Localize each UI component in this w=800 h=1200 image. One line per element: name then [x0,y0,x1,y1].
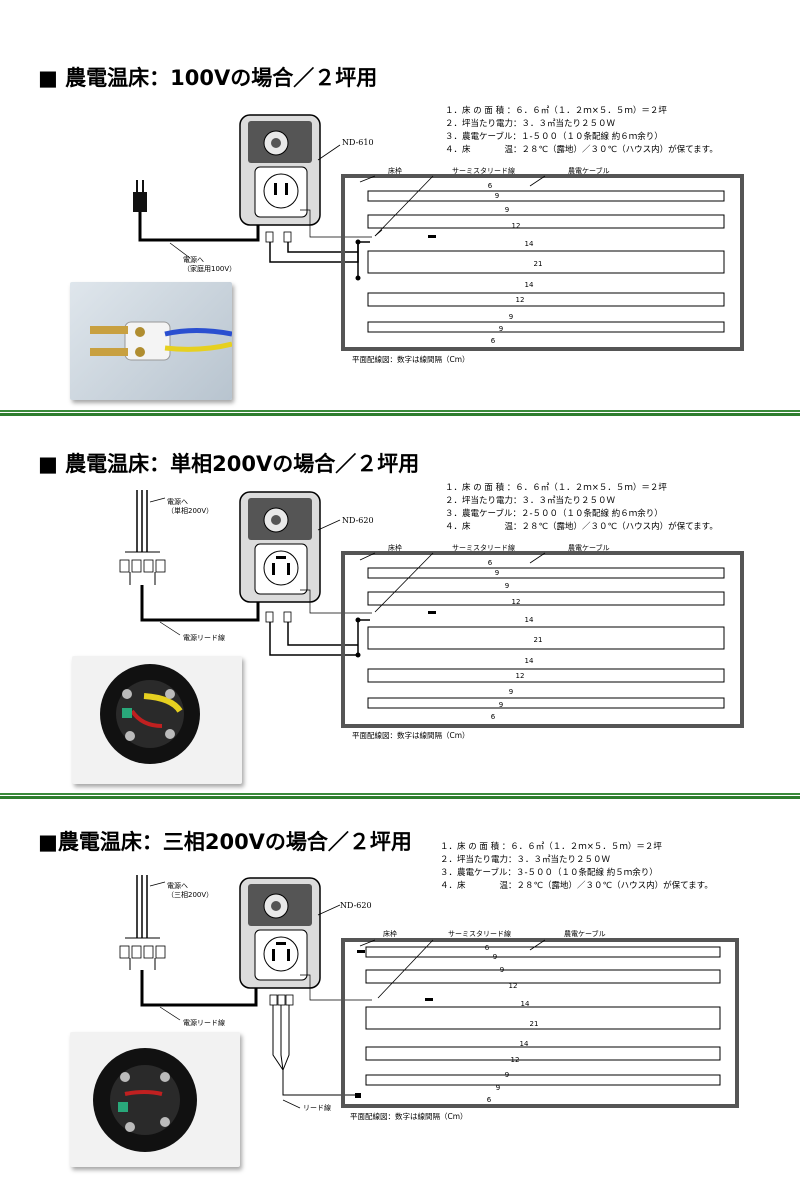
spec-notes: １．床 の 面 積 ：６．６㎡（１．２ｍ×５．５ｍ）＝２坪 ２．坪当たり電力：３… [440,841,713,893]
spacing-label: 6 [488,182,493,190]
spacing-label: 6 [485,944,490,952]
note-line: ２．坪当たり電力：３．３㎡当たり２５０Ｗ [445,119,616,129]
section-divider [0,793,800,799]
lead-label-2: リード線 [303,1103,331,1112]
power-label-sub: （家庭用100V） [183,264,236,273]
note-line: １．床 の 面 積 ：６．６㎡（１．２ｍ×５．５ｍ）＝２坪 [445,106,667,116]
spec-notes: １．床 の 面 積 ：６．６㎡（１．２ｍ×５．５ｍ）＝２坪 ２．坪当たり電力：３… [445,105,718,157]
thermistor-label: サーミスタリード線 [452,543,515,552]
section-title: ■農電温床：三相200Vの場合／２坪用 [38,830,412,854]
spacing-label: 6 [488,559,493,567]
frame-label: 床枠 [383,929,397,938]
spacing-label: 12 [516,296,525,304]
cable-label: 農電ケーブル [568,543,610,552]
section-divider [0,410,800,416]
controller-box [239,491,321,623]
wiring-diagram: ND-620 床枠 サーミスタリード線 農電ケーブル 電源へ （単相200V） … [119,490,744,728]
cable-label: 農電ケーブル [564,929,606,938]
spacing-label: 9 [505,206,509,214]
spacing-label: 9 [499,325,503,333]
bed-frame [341,938,739,1108]
cable-label: 農電ケーブル [568,166,610,175]
frame-label: 床枠 [388,166,402,175]
bed-frame [341,174,744,351]
controller-label: ND-620 [342,516,374,525]
note-line: １．床 の 面 積 ：６．６㎡（１．２ｍ×５．５ｍ）＝２坪 [445,483,667,493]
spacing-label: 14 [525,281,534,289]
note-line: ３．農電ケーブル：２-５００（１０条配線 約６ｍ余り） [445,509,663,519]
note-line: ４．床 温：２８℃（露地）／３０℃（ハウス内）が保てます。 [445,522,718,532]
section-100v: ■ 農電温床：100Vの場合／２坪用 １．床 の 面 積 ：６．６㎡（１．２ｍ×… [0,0,800,405]
spacing-label: 12 [516,672,525,680]
note-line: ３．農電ケーブル：１-５００（１０条配線 約６ｍ余り） [445,132,663,142]
cable-loops [367,190,725,333]
spacing-label: 14 [525,240,534,248]
note-line: ４．床 温：２８℃（露地）／３０℃（ハウス内）が保てます。 [440,881,713,891]
spacing-label: 9 [499,701,503,709]
cable-loops [365,946,721,1086]
power-label: 電源へ [183,255,204,264]
spacing-label: 9 [509,313,513,321]
note-line: １．床 の 面 積 ：６．６㎡（１．２ｍ×５．５ｍ）＝２坪 [440,842,662,852]
plug-wiring-photo [70,282,232,400]
note-line: ３．農電ケーブル：３-５００（１０条配線 約５ｍ余り） [440,868,658,878]
spacing-label: 14 [525,657,534,665]
diagram-caption: 平面配線図：数字は線間隔（Cm） [352,355,470,364]
spacing-label: 9 [505,1071,509,1079]
controller-box [239,877,321,1006]
power-label: 電源へ [167,881,188,890]
spacing-label: 9 [495,569,499,577]
spacing-label: 6 [491,713,496,721]
connector-wiring-photo [70,1032,240,1167]
terminal-block [119,945,166,959]
lead-label: 電源リード線 [183,1018,225,1027]
note-line: ２．坪当たり電力：３．３㎡当たり２５０Ｗ [440,855,611,865]
spacing-label: 21 [530,1020,539,1028]
diagram-caption: 平面配線図：数字は線間隔（Cm） [350,1112,468,1121]
spacing-label: 9 [496,1084,500,1092]
spacing-label: 6 [487,1096,492,1104]
spacing-label: 9 [495,192,499,200]
section-title: ■ 農電温床：100Vの場合／２坪用 [38,66,378,90]
spacing-label: 9 [505,582,509,590]
spacing-label: 14 [520,1040,529,1048]
spacing-label: 14 [525,616,534,624]
spacing-label: 14 [521,1000,530,1008]
plug-icon [133,180,147,212]
note-line: ４．床 温：２８℃（露地）／３０℃（ハウス内）が保てます。 [445,145,718,155]
wiring-diagram: ND-620 床枠 サーミスタリード線 農電ケーブル 電源へ （三相200V） … [119,875,739,1112]
power-label: 電源へ [167,497,188,506]
thermistor-label: サーミスタリード線 [452,166,515,175]
spacing-label: 6 [491,337,496,345]
spacing-label: 21 [534,260,543,268]
controller-label: ND-620 [340,901,372,910]
spacing-label: 9 [493,953,497,961]
spacing-label: 12 [509,982,518,990]
spec-notes: １．床 の 面 積 ：６．６㎡（１．２ｍ×５．５ｍ）＝２坪 ２．坪当たり電力：３… [445,482,718,534]
diagram-caption: 平面配線図：数字は線間隔（Cm） [352,731,470,740]
spacing-label: 9 [500,966,504,974]
section-three-phase-200v: ■農電温床：三相200Vの場合／２坪用 １．床 の 面 積 ：６．６㎡（１．２ｍ… [0,800,800,1200]
bed-frame [341,551,744,728]
lead-label: 電源リード線 [183,633,225,642]
cable-loops [367,567,725,709]
connector-wiring-photo [72,656,242,784]
frame-label: 床枠 [388,543,402,552]
spacing-label: 12 [511,1056,520,1064]
controller-label: ND-610 [342,138,374,147]
power-lead [140,965,258,1007]
power-label-sub: （三相200V） [167,890,213,899]
terminal-block [119,559,166,573]
spacing-label: 12 [512,598,521,606]
thermistor-label: サーミスタリード線 [448,929,511,938]
note-line: ２．坪当たり電力：３．３㎡当たり２５０Ｗ [445,496,616,506]
controller-box [239,114,321,243]
power-label-sub: （単相200V） [167,506,213,515]
spacing-label: 9 [509,688,513,696]
spacing-label: 21 [534,636,543,644]
section-single-phase-200v: ■ 農電温床：単相200Vの場合／２坪用 １．床 の 面 積 ：６．６㎡（１．２… [0,420,800,790]
spacing-label: 12 [512,222,521,230]
section-title: ■ 農電温床：単相200Vの場合／２坪用 [38,452,420,476]
wiring-diagram: ND-610 床枠 サーミスタリード線 農電ケーブル 電源へ （家庭用100V）… [133,114,744,351]
